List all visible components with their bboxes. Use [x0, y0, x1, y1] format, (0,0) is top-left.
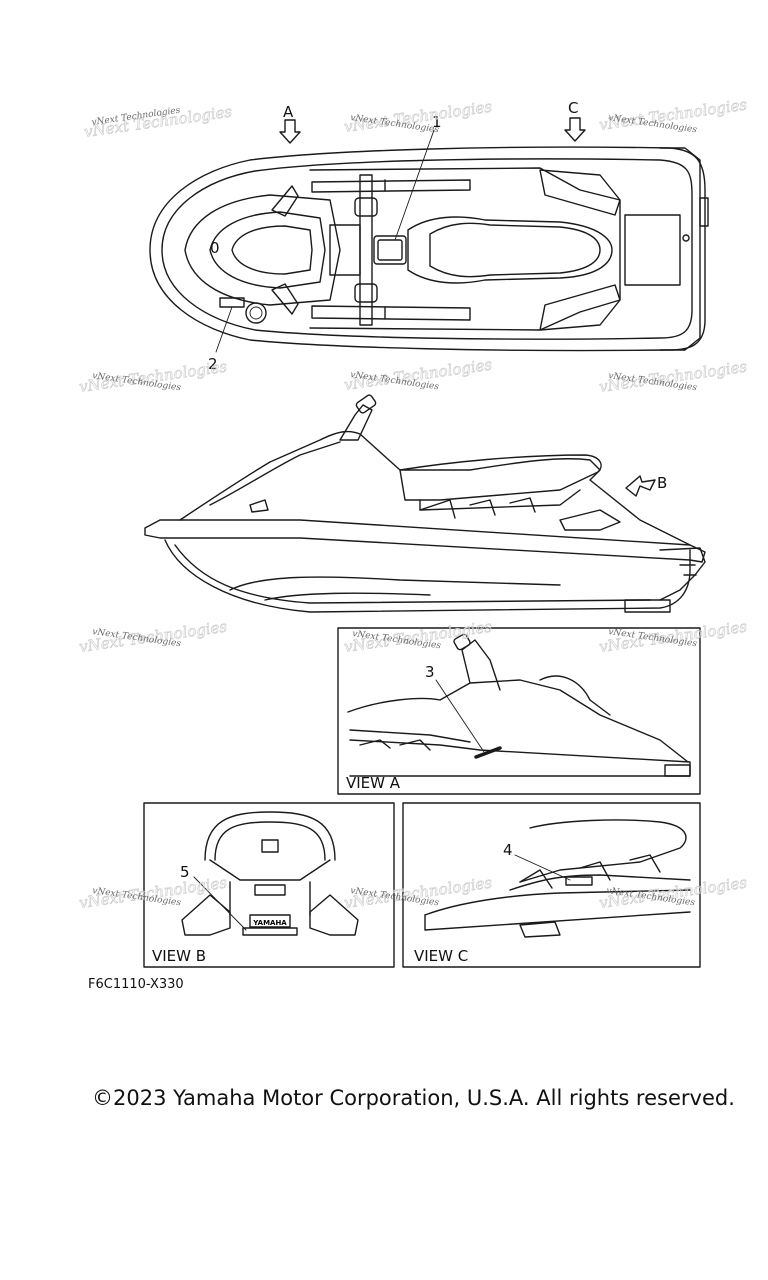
view-a-drawing: [347, 633, 691, 777]
svg-text:B: B: [657, 474, 667, 492]
view-arrow-a: A: [279, 103, 301, 144]
parts-diagram: 1 2 0 A C: [78, 95, 749, 968]
view-arrow-b: B: [625, 474, 667, 497]
view-c-drawing: [424, 819, 691, 938]
callout-0: 0: [210, 239, 220, 257]
view-a-frame: [337, 627, 701, 795]
view-c-frame: [402, 802, 701, 968]
svg-text:C: C: [568, 99, 578, 117]
callout-1: 1: [432, 113, 442, 131]
watermarks: vNext Technologies vNext Technologies vN…: [78, 95, 749, 912]
leader-line-4: [514, 854, 571, 881]
view-b-drawing: YAMAHA: [181, 811, 359, 936]
leader-line-1: [394, 129, 435, 241]
svg-text:A: A: [283, 103, 294, 121]
side-view-watercraft: [144, 394, 706, 613]
callout-2: 2: [208, 355, 218, 373]
leader-line-2: [215, 306, 233, 353]
view-arrow-c: C: [564, 99, 586, 142]
view-a-label: VIEW A: [346, 774, 401, 792]
yamaha-emblem-text: YAMAHA: [252, 919, 287, 927]
callout-3: 3: [425, 663, 435, 681]
view-c-label: VIEW C: [414, 947, 468, 965]
callout-4: 4: [503, 841, 513, 859]
leader-line-5: [193, 876, 247, 931]
view-b-frame: [143, 802, 395, 968]
leader-line-3: [435, 679, 485, 753]
copyright-notice: ©2023 Yamaha Motor Corporation, U.S.A. A…: [92, 1086, 735, 1110]
top-view-watercraft: [149, 146, 709, 352]
callout-5: 5: [180, 863, 190, 881]
figure-code: F6C1110-X330: [88, 977, 184, 992]
view-b-label: VIEW B: [152, 947, 206, 965]
